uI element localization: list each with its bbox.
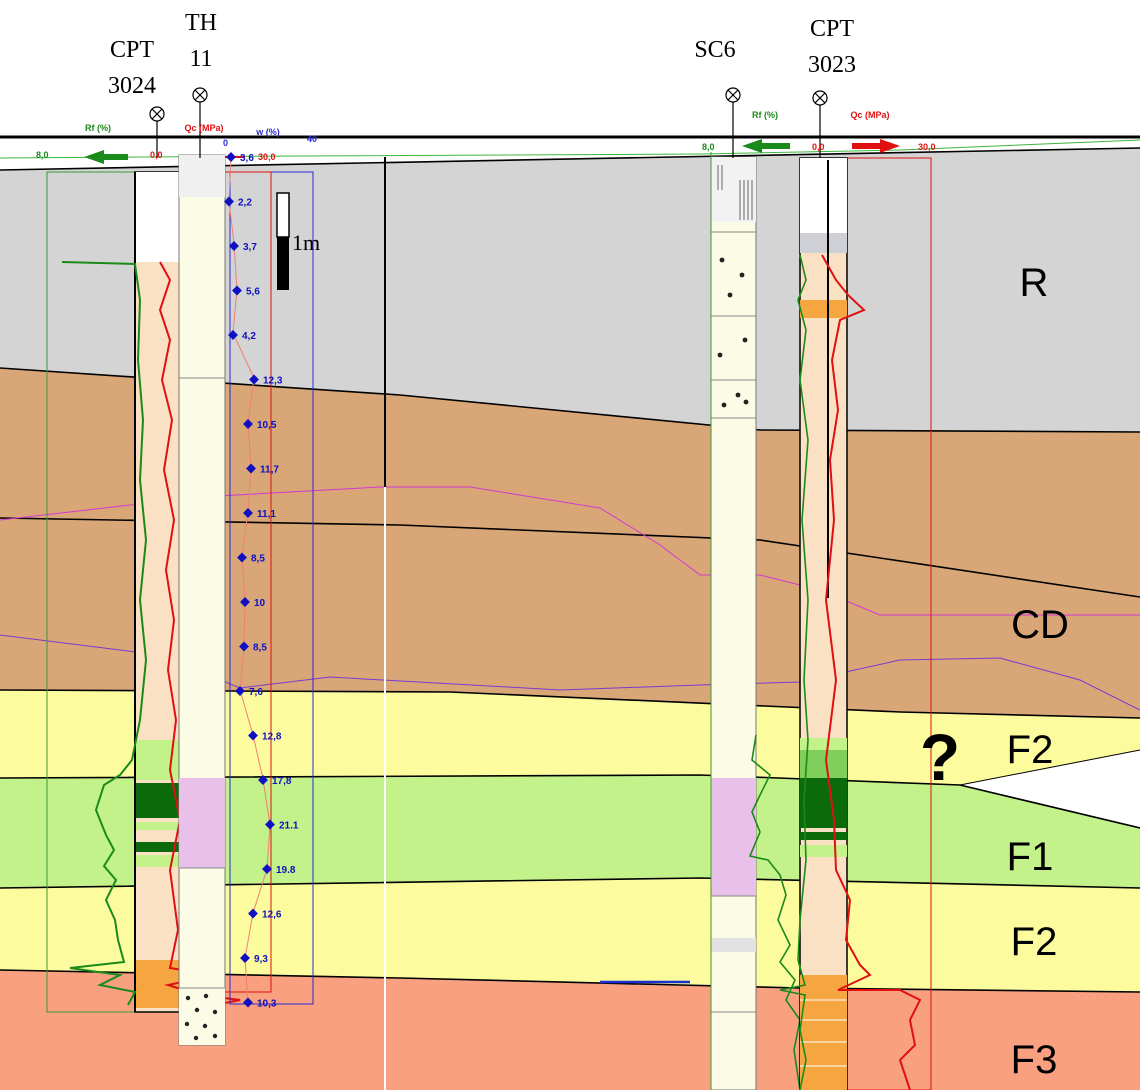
layer-label-r: R — [1020, 261, 1049, 305]
left-qc-label: Qc (MPa) — [184, 123, 223, 133]
moisture-marker — [228, 330, 238, 340]
layer-label-f2-upper: F2 — [1007, 728, 1054, 772]
borehole-markers — [149, 87, 828, 158]
moisture-marker — [226, 152, 236, 162]
moisture-marker — [258, 775, 268, 785]
sc6-label: SC6 — [694, 37, 735, 63]
left-w-label: w (%) — [255, 127, 280, 137]
moisture-marker — [262, 864, 272, 874]
moisture-value-label: 10,5 — [257, 420, 277, 431]
cpt3024-column — [134, 171, 181, 1013]
right-qc-max: 30,0 — [918, 142, 936, 152]
right-rf-arrow-icon — [742, 139, 790, 153]
moisture-marker — [249, 374, 259, 385]
right-rf-label: Rf (%) — [752, 110, 778, 120]
moisture-marker — [240, 597, 250, 607]
moisture-value-label: 4,2 — [242, 331, 256, 342]
cpt-axis-left: Rf (%) 8,0 0,0 Qc (MPa) w (%) 0 40 30,0 — [36, 123, 317, 164]
moisture-marker — [265, 819, 275, 830]
layer-label-f1: F1 — [1007, 835, 1054, 879]
scale-bar: 1m — [276, 192, 320, 290]
layer-f2-lower-band — [0, 878, 1140, 992]
left-rf-label: Rf (%) — [85, 123, 111, 133]
moisture-marker — [243, 508, 253, 518]
cpt3023-marker-icon — [812, 90, 828, 158]
left-rf-min: 0,0 — [150, 150, 163, 160]
moisture-marker — [229, 241, 239, 251]
moisture-value-label: 9,3 — [254, 954, 268, 965]
moisture-value-label: 8,5 — [251, 554, 265, 565]
layer-cd-band — [0, 368, 1140, 718]
moisture-value-label: 3,6 — [240, 153, 254, 164]
moisture-value-label: 8,5 — [253, 643, 267, 654]
th11-w-curve — [228, 156, 271, 1004]
cpt3024-label-line2: 3024 — [108, 73, 156, 99]
th11-marker-icon — [192, 87, 208, 158]
moisture-marker — [237, 552, 247, 563]
moisture-value-label: 17,8 — [272, 776, 292, 787]
moisture-marker — [240, 953, 250, 963]
moisture-value-label: 3,7 — [243, 242, 257, 253]
left-w-min: 0 — [223, 138, 228, 148]
left-rf-max: 8,0 — [36, 150, 49, 160]
moisture-marker — [239, 641, 249, 652]
th11-column — [178, 154, 226, 1046]
moisture-marker — [243, 997, 253, 1008]
moisture-marker — [248, 730, 258, 741]
layer-f2-upper-band — [0, 690, 1140, 785]
cpt3023-rf-curve — [779, 254, 809, 1090]
cpt3023-label-line2: 3023 — [808, 52, 856, 78]
moisture-value-label: 10 — [254, 598, 266, 609]
right-qc-arrow-icon — [852, 139, 900, 153]
left-rf-arrow-icon — [84, 150, 128, 164]
right-qc-min: 0,0 — [812, 142, 825, 152]
th11-label-line1: TH — [185, 10, 217, 36]
scale-bar-label: 1m — [292, 230, 320, 255]
th11-log — [178, 154, 314, 1046]
cpt3023-label-line1: CPT — [810, 16, 854, 42]
cpt3024-label-line1: CPT — [110, 37, 154, 63]
moisture-value-label: 21.1 — [279, 821, 299, 832]
moisture-value-label: 2,2 — [238, 198, 252, 209]
moisture-marker — [224, 196, 234, 207]
th11-label-line2: 11 — [189, 46, 212, 72]
moisture-marker — [246, 463, 256, 474]
layer-f3-band — [0, 970, 1140, 1090]
moisture-value-label: 12,6 — [262, 910, 282, 921]
cpt3023-qc-curve — [821, 254, 922, 1090]
sc6-marker-icon — [725, 87, 741, 158]
right-rf-max: 8,0 — [702, 142, 715, 152]
moisture-value-label: 7,6 — [249, 687, 263, 698]
cpt3024-rf-curve — [61, 261, 148, 1006]
moisture-value-label: 11,1 — [257, 509, 276, 520]
left-qc-max: 30,0 — [258, 152, 276, 162]
layer-label-f3: F3 — [1011, 1038, 1058, 1082]
cpt3024-log — [46, 171, 241, 1013]
cpt-axis-right: Rf (%) 8,0 Qc (MPa) 0,0 30,0 — [702, 110, 936, 153]
moisture-value-label: 5,6 — [246, 287, 260, 298]
moisture-value-label: 11,7 — [260, 465, 279, 476]
moisture-value-label: 12,8 — [262, 732, 282, 743]
moisture-marker — [232, 285, 242, 296]
layer-f1-band — [0, 775, 1140, 888]
moisture-value-label: 12,3 — [263, 376, 283, 387]
layer-label-uncertain: ? — [920, 720, 960, 794]
layer-label-cd: CD — [1011, 603, 1069, 647]
layer-label-f2-lower: F2 — [1011, 920, 1058, 964]
sc6-rf-curve — [748, 734, 801, 1090]
moisture-marker — [243, 419, 253, 429]
moisture-marker — [235, 686, 245, 696]
right-qc-label: Qc (MPa) — [850, 110, 889, 120]
moisture-marker — [248, 908, 258, 919]
cpt3023-log — [779, 157, 932, 1090]
moisture-value-label: 10,3 — [257, 999, 277, 1010]
moisture-value-label: 19.8 — [276, 865, 296, 876]
cpt3024-marker-icon — [149, 106, 165, 158]
left-w-max: 40 — [307, 134, 317, 144]
th11-moisture-markers: 3,6 2,2 3,7 5,6 4,2 12,3 10,5 11,7 11,1 8,5 10 8,5 7… — [224, 152, 299, 1010]
